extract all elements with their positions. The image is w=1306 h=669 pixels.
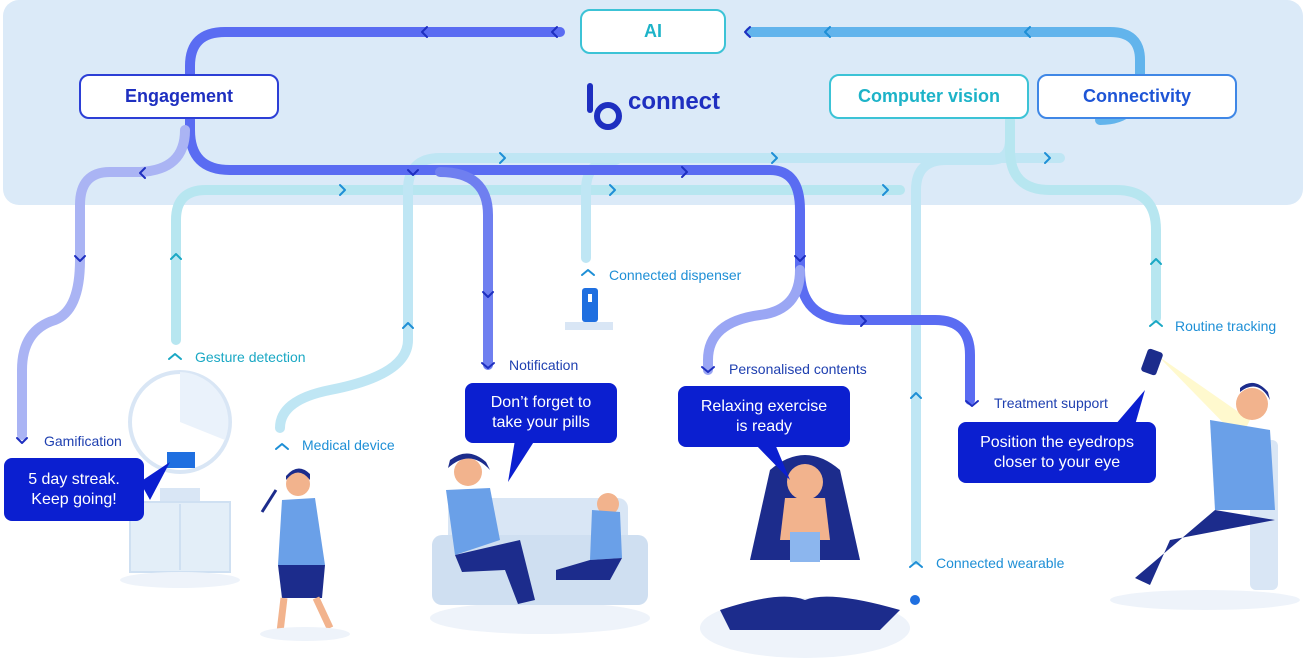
label-routine-tracking: Routine tracking [1175,318,1277,334]
chevron-right-icon [609,184,616,196]
chevron-right-icon [860,315,867,327]
flow-routine [1005,115,1161,323]
logo-text: connect [628,88,721,115]
label-connected-wearable: Connected wearable [936,555,1065,571]
label-gesture-detection: Gesture detection [195,349,306,365]
label-notification: Notification [509,357,579,373]
chevron-up-icon [402,322,414,329]
dispenser-illustration [565,288,613,330]
flow-personal [703,265,805,375]
chevron-up-icon [910,392,922,399]
chevron-right-icon [771,152,778,164]
logo-mark-icon [587,83,622,130]
chevron-right-icon [1044,152,1051,164]
label-personalised-contents: Personalised contents [729,361,867,377]
boy-illustration [260,468,350,641]
chevron-left-icon [1024,26,1031,38]
chevron-left-icon [824,26,831,38]
flow-ai-engagement [185,27,975,405]
flow-wearable [911,135,1015,565]
engagement-node: Engagement [79,74,279,119]
meditation-illustration [700,455,920,658]
chevron-right-icon [339,184,346,196]
flow-notification [435,167,493,370]
ai-node: AI [580,9,726,54]
eyedrop-illustration [1110,348,1300,610]
flow-gesture [171,185,905,345]
chevron-up-icon [1150,258,1162,265]
chevron-down-icon [407,169,419,176]
connect-logo: connect [586,82,720,132]
notification-bubble: Don’t forget to take your pills [465,383,617,443]
chevron-left-icon [551,26,558,38]
flow-medical [275,153,1065,433]
family-couch-illustration [430,453,650,634]
gamification-bubble: 5 day streak. Keep going! [4,458,144,521]
label-treatment-support: Treatment support [994,395,1108,411]
chevron-right-icon [681,166,688,178]
chevron-down-icon [482,291,494,298]
label-connected-dispenser: Connected dispenser [609,267,742,283]
chevron-left-icon [139,167,146,179]
vanity-illustration [120,370,240,588]
treatment-bubble: Position the eyedrops closer to your eye [958,422,1156,483]
chevron-down-icon [74,255,86,262]
chevron-up-icon [170,253,182,260]
computer-vision-node: Computer vision [829,74,1029,119]
label-medical-device: Medical device [302,437,395,453]
chevron-left-icon [744,26,751,38]
connectivity-node: Connectivity [1037,74,1237,119]
chevron-right-icon [499,152,506,164]
label-gamification: Gamification [44,433,122,449]
chevron-right-icon [882,184,889,196]
chevron-left-icon [421,26,428,38]
personalised-bubble: Relaxing exercise is ready [678,386,850,447]
chevron-down-icon [794,255,806,262]
